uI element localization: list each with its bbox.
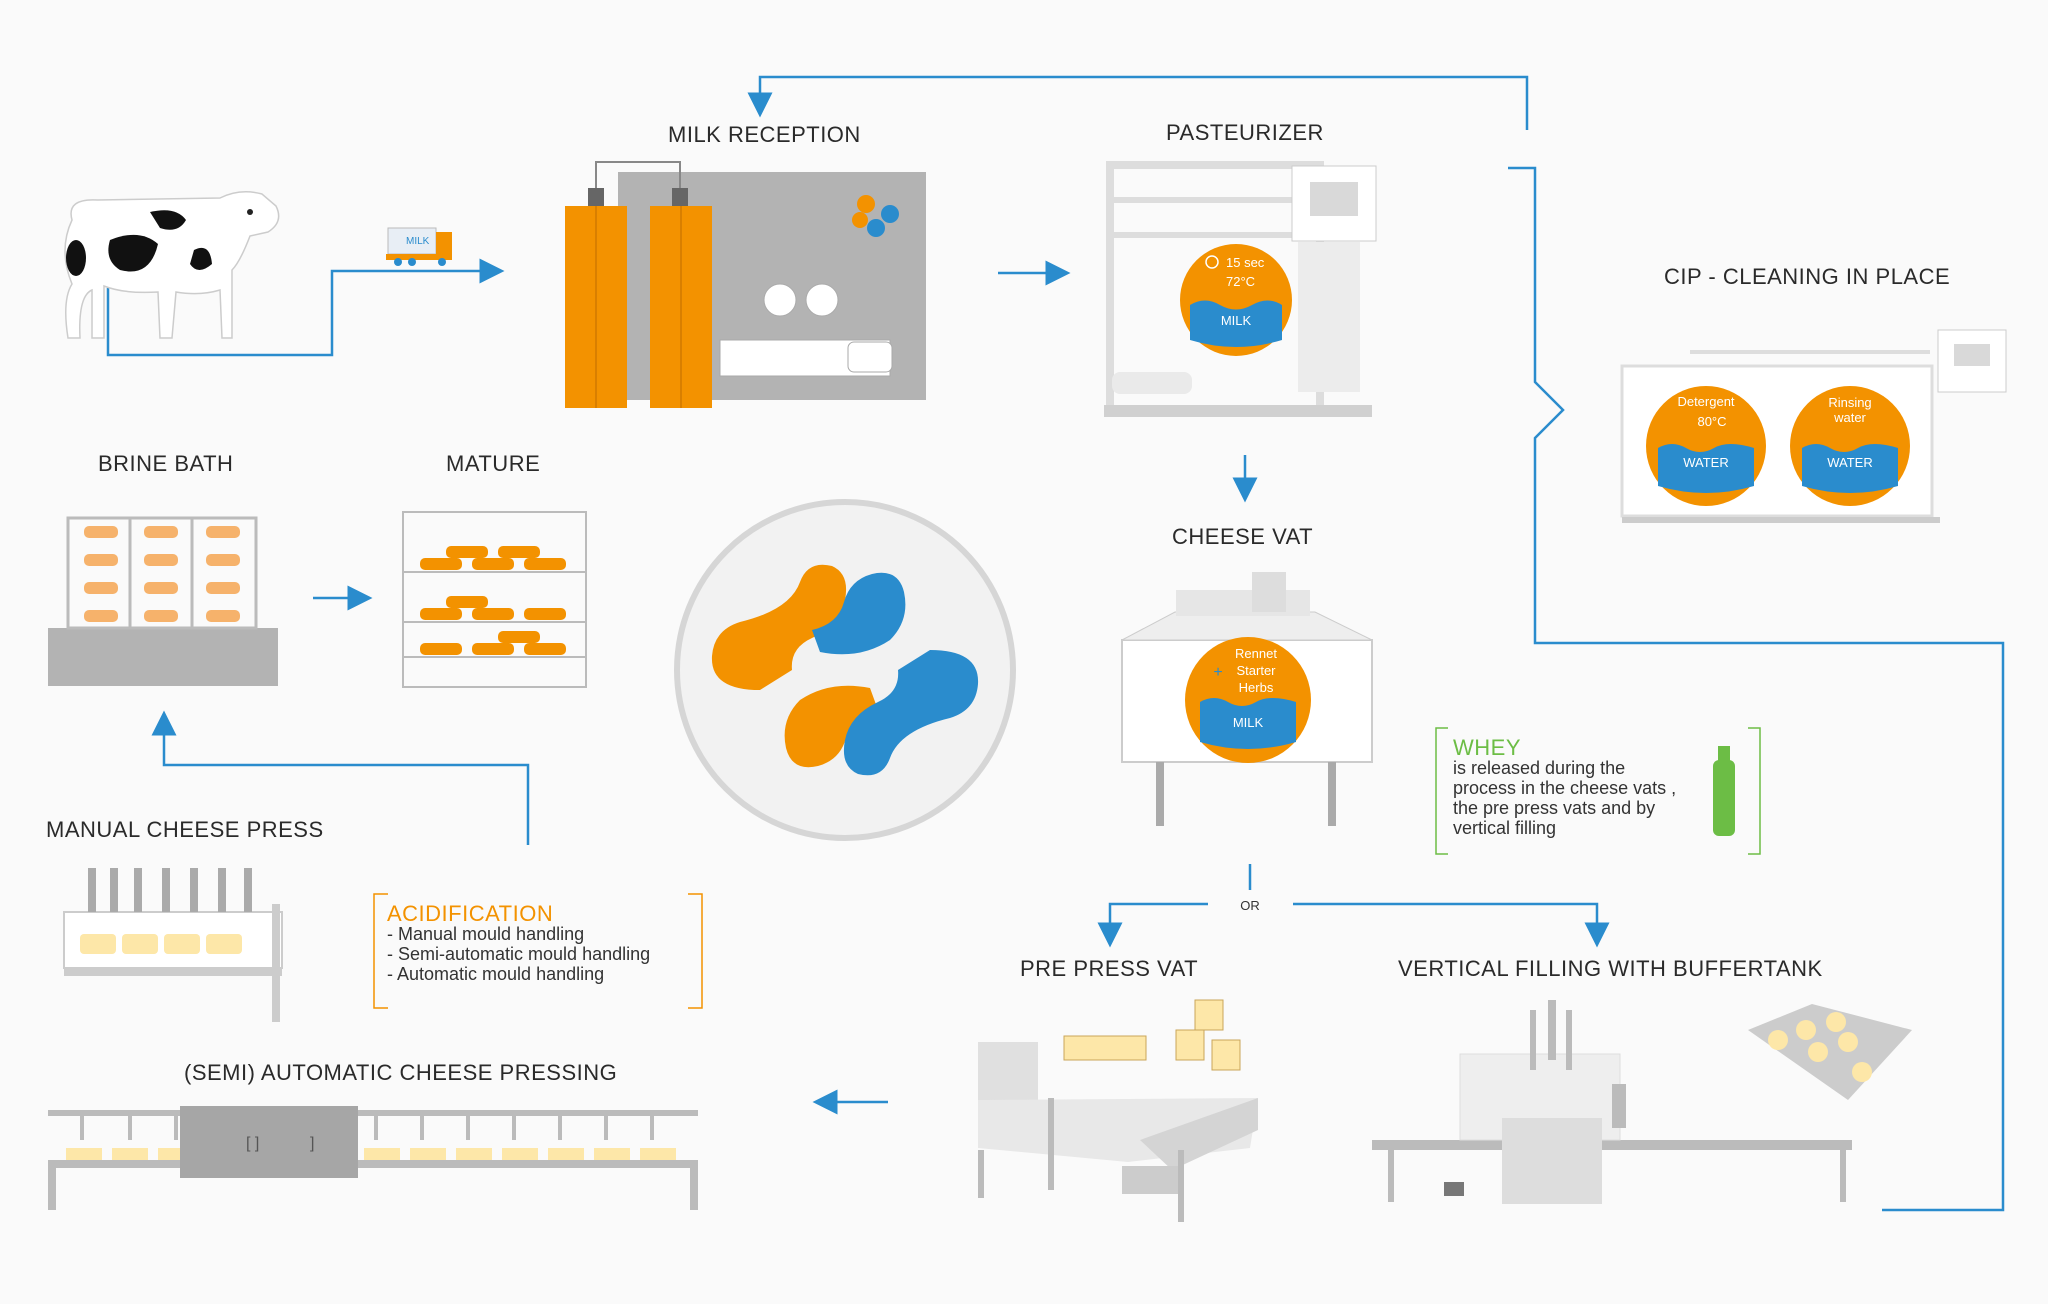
label-vertical-filling: VERTICAL FILLING WITH BUFFERTANK bbox=[1398, 956, 1823, 981]
whey-bottle-icon bbox=[1713, 760, 1735, 836]
whey-line-3: the pre press vats and by bbox=[1453, 798, 1656, 818]
cip-tank-2-line2: water bbox=[1833, 410, 1866, 425]
mature-illustration bbox=[402, 511, 587, 688]
flow-press-to-brine bbox=[151, 710, 530, 845]
semi-auto-pressing-illustration: [ ] ] bbox=[48, 1106, 698, 1210]
pasteurizer-badge: 15 sec 72°C MILK bbox=[1180, 244, 1292, 356]
label-brine-bath: BRINE BATH bbox=[98, 451, 234, 476]
acidification-line-2: - Semi-automatic mould handling bbox=[387, 944, 651, 964]
vertical-filling-illustration bbox=[1372, 1000, 1912, 1204]
acidification-box bbox=[373, 893, 703, 1009]
or-label: OR bbox=[1240, 898, 1260, 913]
acidification-line-3: - Automatic mould handling bbox=[387, 964, 605, 984]
cip-tank-1-line1: Detergent bbox=[1677, 394, 1734, 409]
flow-to-prepress bbox=[1097, 902, 1208, 948]
whey-note: WHEY is released during the process in t… bbox=[1453, 735, 1713, 839]
flow-cow-to-reception bbox=[106, 258, 505, 357]
whey-line-1: is released during the bbox=[1453, 758, 1626, 778]
acidification-line-1: - Manual mould handling bbox=[387, 924, 585, 944]
whey-line-4: vertical filling bbox=[1453, 818, 1557, 838]
label-milk-reception: MILK RECEPTION bbox=[668, 122, 861, 147]
label-pasteurizer: PASTEURIZER bbox=[1166, 120, 1324, 145]
cip-tank-1-line2: 80°C bbox=[1697, 414, 1726, 429]
brine-bath-illustration bbox=[48, 516, 278, 686]
pasteurizer-illustration bbox=[1104, 161, 1377, 417]
manual-press-illustration bbox=[63, 868, 283, 1022]
pasteurizer-temp: 72°C bbox=[1226, 274, 1255, 289]
whey-line-2: process in the cheese vats , bbox=[1453, 778, 1677, 798]
pasteurizer-time: 15 sec bbox=[1226, 255, 1265, 270]
cip-tank-1-liquid: WATER bbox=[1683, 455, 1729, 470]
label-cheese-vat: CHEESE VAT bbox=[1172, 524, 1314, 549]
cow-illustration bbox=[64, 191, 280, 339]
vat-badge-line1: Rennet bbox=[1235, 646, 1277, 661]
flow-cip-return bbox=[747, 75, 1529, 130]
vat-badge-line3: Herbs bbox=[1239, 680, 1274, 695]
cip-tank-rinsing: Rinsing water WATER bbox=[1790, 386, 1910, 506]
pasteurizer-liquid: MILK bbox=[1221, 313, 1252, 328]
label-semi-auto-pressing: (SEMI) AUTOMATIC CHEESE PRESSING bbox=[184, 1060, 618, 1085]
vat-badge-liquid: MILK bbox=[1233, 715, 1264, 730]
cheese-vat-badge: + Rennet Starter Herbs MILK bbox=[1185, 637, 1311, 763]
milk-truck bbox=[386, 227, 452, 266]
flow-cip-feed bbox=[1508, 166, 2005, 1212]
svg-text:]: ] bbox=[310, 1135, 314, 1152]
pre-press-vat-illustration bbox=[978, 999, 1258, 1222]
whey-title: WHEY bbox=[1453, 735, 1521, 760]
acidification-note: ACIDIFICATION - Manual mould handling - … bbox=[387, 901, 687, 985]
whey-box bbox=[1435, 727, 1761, 855]
cip-tank-2-line1: Rinsing bbox=[1828, 395, 1871, 410]
cip-tank-detergent: Detergent 80°C WATER bbox=[1646, 386, 1766, 506]
flow-to-vertical bbox=[1293, 902, 1610, 948]
cip-tank-2-liquid: WATER bbox=[1827, 455, 1873, 470]
label-pre-press-vat: PRE PRESS VAT bbox=[1020, 956, 1199, 981]
vat-badge-line2: Starter bbox=[1236, 663, 1276, 678]
acidification-title: ACIDIFICATION bbox=[387, 901, 554, 926]
label-cip: CIP - CLEANING IN PLACE bbox=[1664, 264, 1951, 289]
center-logo bbox=[674, 499, 1016, 841]
plus-icon: + bbox=[1213, 664, 1222, 681]
label-manual-press: MANUAL CHEESE PRESS bbox=[46, 817, 324, 842]
label-mature: MATURE bbox=[446, 451, 541, 476]
truck-label: MILK bbox=[406, 236, 430, 247]
svg-text:[ ]: [ ] bbox=[246, 1135, 259, 1152]
milk-reception-illustration bbox=[565, 161, 926, 408]
connector-lines bbox=[106, 75, 2005, 1212]
